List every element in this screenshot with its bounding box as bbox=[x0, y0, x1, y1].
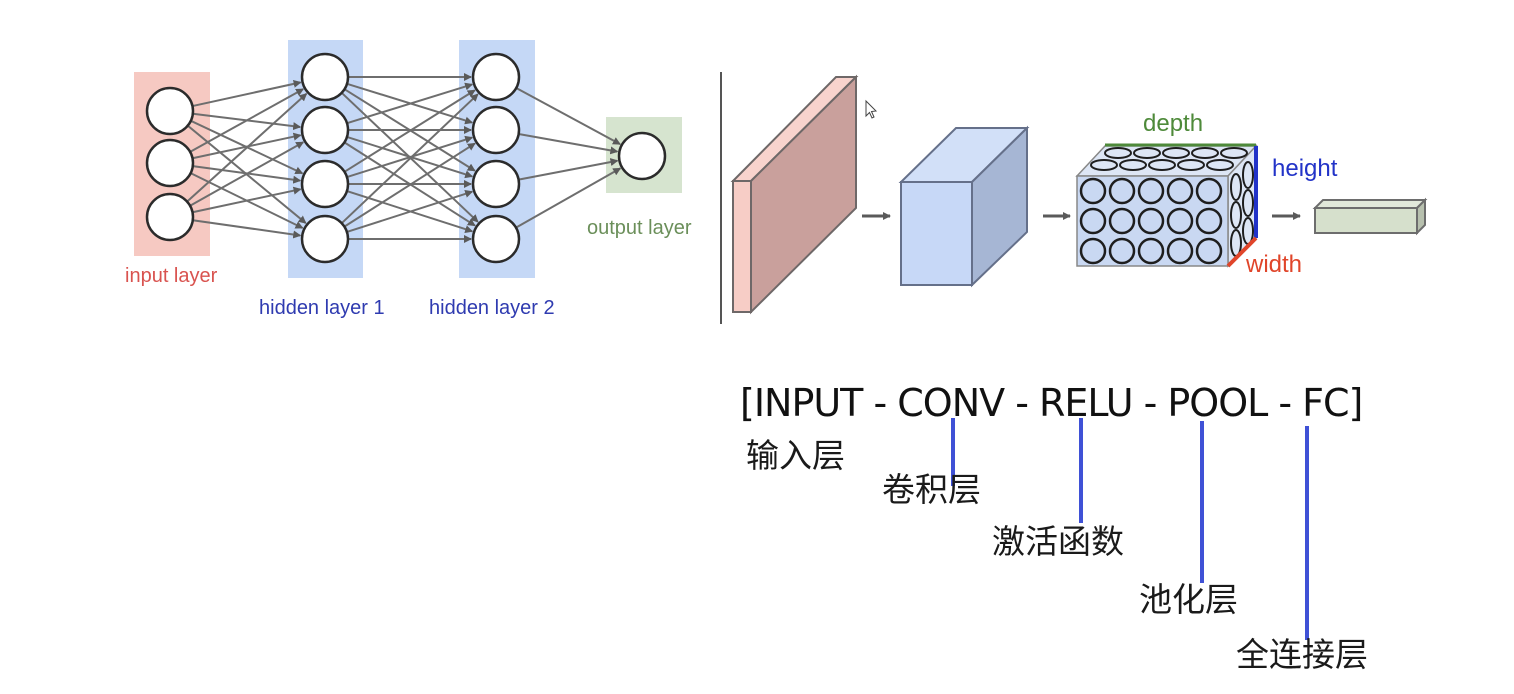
volume-neuron bbox=[1108, 207, 1136, 235]
cnn-pipeline-sequence: [INPUT - CONV - RELU - POOL - FC] bbox=[740, 381, 1363, 425]
volume-neuron-top bbox=[1133, 147, 1161, 159]
volume-neuron-side bbox=[1242, 189, 1254, 217]
volume-neuron-top bbox=[1206, 159, 1234, 171]
volume-neuron-top bbox=[1090, 159, 1118, 171]
volume-neuron bbox=[1195, 237, 1223, 265]
hidden-layer-1-label: hidden layer 1 bbox=[259, 297, 385, 319]
volume-neuron-top bbox=[1148, 159, 1176, 171]
volume-neuron-top bbox=[1119, 159, 1147, 171]
volume-neuron-side bbox=[1242, 161, 1254, 189]
volume-neuron bbox=[1079, 207, 1107, 235]
hidden2-neuron bbox=[471, 159, 521, 209]
volume-neuron bbox=[1195, 207, 1223, 235]
hidden2-neuron bbox=[471, 214, 521, 264]
width-label: width bbox=[1245, 251, 1302, 278]
network-edge bbox=[346, 82, 474, 125]
volume-neuron bbox=[1137, 207, 1165, 235]
hidden1-neuron bbox=[300, 214, 350, 264]
network-edge bbox=[346, 189, 474, 233]
volume-neuron bbox=[1137, 237, 1165, 265]
depth-label: depth bbox=[1143, 110, 1203, 137]
network-edge bbox=[341, 93, 479, 224]
width-edge bbox=[1226, 236, 1258, 268]
volume-neuron bbox=[1166, 177, 1194, 205]
stage-label-input: 输入层 bbox=[746, 436, 845, 475]
neural-network-diagram: input layer hidden layer 1 hidden layer … bbox=[125, 40, 692, 319]
volume-neuron bbox=[1108, 177, 1136, 205]
network-edge bbox=[189, 88, 305, 153]
volume-neuron-side bbox=[1230, 173, 1242, 201]
input-neuron bbox=[145, 138, 195, 188]
network-edge bbox=[343, 142, 476, 228]
hidden1-neuron bbox=[300, 105, 350, 155]
network-edges bbox=[186, 73, 622, 243]
cnn-diagram: depth height width bbox=[730, 74, 1428, 315]
volume-neuron-top bbox=[1162, 147, 1190, 159]
network-edge bbox=[192, 79, 302, 108]
hidden2-neuron bbox=[471, 105, 521, 155]
hidden-layer-2-label: hidden layer 2 bbox=[429, 297, 555, 319]
hidden1-neuron bbox=[300, 159, 350, 209]
network-edge bbox=[192, 186, 302, 214]
network-edge bbox=[515, 167, 622, 229]
stage-label-conv: 卷积层 bbox=[882, 470, 981, 509]
network-neurons bbox=[145, 52, 667, 264]
output-neuron bbox=[617, 131, 667, 181]
neuron-volume bbox=[1075, 143, 1258, 268]
input-neuron bbox=[145, 192, 195, 242]
network-edge bbox=[189, 141, 305, 207]
volume-neuron-top bbox=[1104, 147, 1132, 159]
network-edge bbox=[346, 135, 474, 179]
height-label: height bbox=[1272, 155, 1338, 182]
pipeline-connectors bbox=[951, 418, 1309, 640]
input-neuron bbox=[145, 86, 195, 136]
conv-volume bbox=[898, 125, 1030, 288]
volume-neuron-top bbox=[1220, 147, 1248, 159]
stage-label-pool: 池化层 bbox=[1139, 580, 1238, 619]
input-layer-label: input layer bbox=[125, 265, 218, 287]
network-edge bbox=[518, 158, 619, 181]
volume-neuron bbox=[1166, 237, 1194, 265]
output-layer-label: output layer bbox=[587, 217, 692, 239]
network-edge bbox=[343, 89, 476, 173]
volume-neuron bbox=[1108, 237, 1136, 265]
hidden1-neuron bbox=[300, 52, 350, 102]
input-image-slab bbox=[730, 74, 859, 315]
network-edge bbox=[518, 133, 619, 155]
network-edge bbox=[192, 219, 302, 239]
volume-neuron bbox=[1137, 177, 1165, 205]
mouse-cursor-icon bbox=[865, 99, 878, 119]
volume-neuron bbox=[1166, 207, 1194, 235]
volume-neuron bbox=[1079, 177, 1107, 205]
volume-neuron-side bbox=[1230, 201, 1242, 229]
volume-neuron-top bbox=[1177, 159, 1205, 171]
network-edge bbox=[515, 87, 621, 145]
stage-label-relu: 激活函数 bbox=[992, 522, 1124, 561]
stage-label-fc: 全连接层 bbox=[1236, 635, 1368, 674]
volume-neuron-top bbox=[1191, 147, 1219, 159]
fc-output-box bbox=[1312, 197, 1428, 236]
network-edge bbox=[186, 93, 308, 203]
volume-neuron bbox=[1079, 237, 1107, 265]
hidden2-neuron bbox=[471, 52, 521, 102]
volume-neuron bbox=[1195, 177, 1223, 205]
